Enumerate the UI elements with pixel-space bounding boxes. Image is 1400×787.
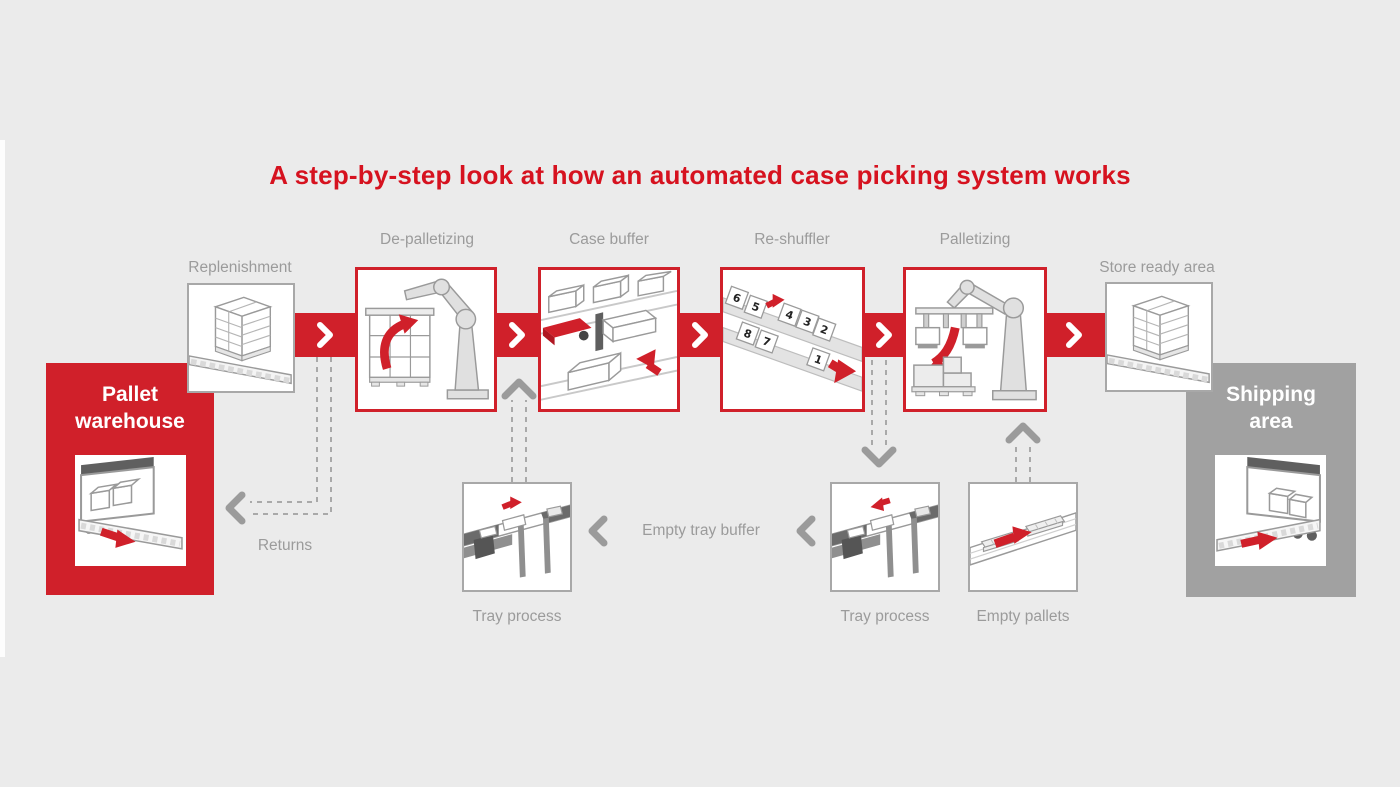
label-tray-process-right: Tray process [840, 608, 930, 625]
case-number: 8 [742, 327, 754, 342]
label-store-ready-area: Store ready area [1099, 259, 1215, 276]
chevron-up-icon [501, 378, 537, 400]
truck-loading-illustration [1216, 457, 1321, 552]
chevron-right-icon [876, 322, 892, 348]
chevron-left-icon [225, 491, 246, 525]
chevron-right-icon [692, 322, 708, 348]
case-number: 3 [801, 315, 813, 330]
depalletizing-robot-illustration [365, 278, 489, 400]
flow-band-segment-1 [293, 313, 357, 357]
label-de-palletizing: De-palletizing [380, 231, 474, 248]
label-replenishment: Replenishment [188, 259, 292, 276]
chevron-right-icon [1066, 322, 1082, 348]
label-case-buffer: Case buffer [569, 231, 649, 248]
flow-band-segment-5 [1042, 313, 1106, 357]
chevron-up-icon [1005, 422, 1041, 444]
flow-band-segment-3 [676, 313, 724, 357]
label-empty-pallets: Empty pallets [976, 608, 1070, 625]
chevron-down-icon [861, 446, 897, 468]
flow-band-segment-2 [492, 313, 542, 357]
page-title: A step-by-step look at how an automated … [269, 160, 1131, 190]
tray-process-left-box [462, 482, 572, 592]
case-number: 6 [731, 291, 743, 306]
case-number: 4 [784, 308, 796, 323]
empty-pallets-box [968, 482, 1078, 592]
label-palletizing: Palletizing [939, 231, 1011, 248]
case-number: 1 [812, 352, 824, 367]
pallet-warehouse-block: Pallet warehouse [46, 363, 214, 595]
left-edge-strip [0, 140, 5, 657]
pallet-warehouse-label: Pallet warehouse [75, 383, 185, 434]
tray-conveyor-illustration [464, 496, 570, 578]
label-tray-process-left: Tray process [472, 608, 562, 625]
palletizing-robot-illustration [911, 279, 1037, 401]
case-number: 7 [761, 335, 773, 350]
palletizing-box [903, 267, 1047, 412]
de-palletizing-box [355, 267, 497, 412]
case-buffer-box [538, 267, 680, 412]
shipping-area-block: Shipping area [1186, 363, 1356, 597]
pallet-warehouse-image [75, 455, 186, 566]
tray-process-right-box [830, 482, 940, 592]
reshuffler-sequencing-illustration: 6 5 4 3 2 8 7 1 [723, 285, 862, 392]
label-re-shuffler: Re-shuffler [754, 231, 830, 248]
shipping-area-image [1215, 455, 1326, 566]
pallet-stack-illustration [189, 296, 292, 385]
label-returns: Returns [257, 537, 313, 554]
pallet-stack-illustration [1107, 295, 1210, 384]
chevron-left-icon [796, 515, 816, 547]
replenishment-box [187, 283, 295, 393]
flow-band-segment-4 [860, 313, 908, 357]
chevron-right-icon [509, 322, 525, 348]
store-ready-area-box [1105, 282, 1213, 392]
label-empty-tray-buffer: Empty tray buffer [642, 522, 760, 539]
chevron-left-icon [588, 515, 608, 547]
re-shuffler-box: 6 5 4 3 2 8 7 1 [720, 267, 865, 412]
empty-pallets-illustration [970, 512, 1076, 566]
case-number: 5 [750, 300, 762, 315]
tray-conveyor-illustration [832, 497, 938, 578]
case-buffer-shuttle-illustration [541, 270, 677, 401]
truck-unloading-illustration [78, 457, 183, 550]
chevron-right-icon [317, 322, 333, 348]
case-number: 2 [818, 323, 830, 338]
shipping-area-label: Shipping area [1226, 383, 1316, 434]
